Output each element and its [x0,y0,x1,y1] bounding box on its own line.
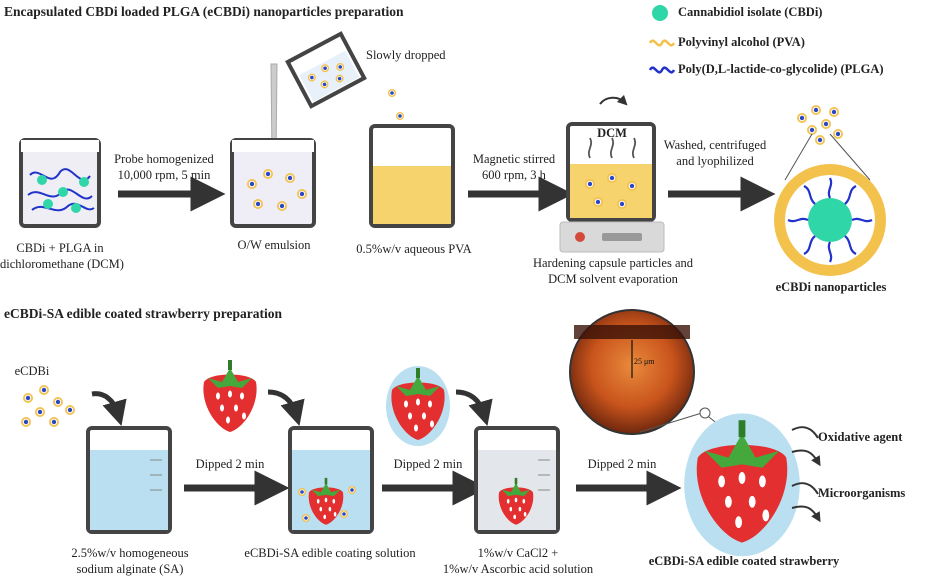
yellow-squiggle-icon [648,39,676,47]
beaker-cbdi-plga [19,138,101,228]
strawberry-coated-small [386,366,450,446]
arrow3-label-line2: 600 rpm, 3 h [482,168,546,182]
ecdbi-label: eCDBi [14,364,50,378]
step3-label: 0.5%w/v aqueous PVA [356,242,472,256]
beaker1-label-line2: sodium alginate (SA) [76,562,184,576]
section1-title: Encapsulated CBDi loaded PLGA (eCBDi) na… [4,4,404,19]
arrow4-label-line2: and lyophilized [676,154,754,168]
arrow1-label-line2: 10,000 rpm, 5 min [117,168,211,182]
dip1-label: Dipped 2 min [195,457,265,471]
oxidative-arrow-icon [791,426,819,439]
legend-pva-label: Polyvinyl alcohol (PVA) [678,35,805,49]
beaker1-label-line1: 2.5%w/v homogeneous [71,546,189,560]
green-circle-icon [652,5,668,21]
beaker-sodium-alginate [86,426,172,534]
beaker2-label: eCBDi-SA edible coating solution [244,546,416,560]
beaker-pva [369,124,455,228]
beaker-emulsion [230,63,316,228]
strawberry-coated-final [684,413,800,557]
microorganism-arrow-icon [791,482,819,495]
pouring-beaker [285,31,367,109]
step4-label-line1: Hardening capsule particles and [532,256,693,270]
section2-title: eCBDi-SA edible coated strawberry prepar… [4,306,282,321]
step2-label: O/W emulsion [237,238,311,252]
final-strawberry-label: eCBDi-SA edible coated strawberry [648,554,840,568]
strawberry-raw [203,360,257,432]
arrow3-label-line1: Magnetic stirred [472,152,556,166]
blue-squiggle-icon [648,66,676,74]
slowly-dropped-label: Slowly dropped [366,48,446,62]
step1-label-line1: CBDi + PLGA in [16,241,104,255]
dcm-label: DCM [597,126,627,140]
step1-label-line2: dichloromethane (DCM) [0,257,124,271]
microorganisms-label: Microorganisms [818,486,906,500]
beaker-hardening [559,94,665,253]
beaker-cacl2 [474,426,560,534]
beaker3-label-line2: 1%w/v Ascorbic acid solution [442,562,594,576]
dip3-label: Dipped 2 min [587,457,657,471]
micrograph-inset [569,309,739,441]
oxidative-label: Oxidative agent [818,430,903,444]
dip2-label: Dipped 2 min [393,457,463,471]
step4-label-line2: DCM solvent evaporation [548,272,678,286]
arrow4-label-line1: Washed, centrifuged [663,138,767,152]
ecdbi-particles [21,385,75,427]
final-nanoparticle-label: eCBDi nanoparticles [775,280,887,294]
arrow1-label-line1: Probe homogenized [114,152,214,166]
beaker3-label-line1: 1%w/v CaCl2 + [477,546,559,560]
legend-cbdi-label: Cannabidiol isolate (CBDi) [678,5,823,19]
beaker-coating-solution [288,426,374,534]
thickness-label: 25 μm [634,357,655,366]
nanoparticle-cross-section [774,105,886,276]
legend-plga-label: Poly(D,L-lactide-co-glycolide) (PLGA) [678,62,884,76]
